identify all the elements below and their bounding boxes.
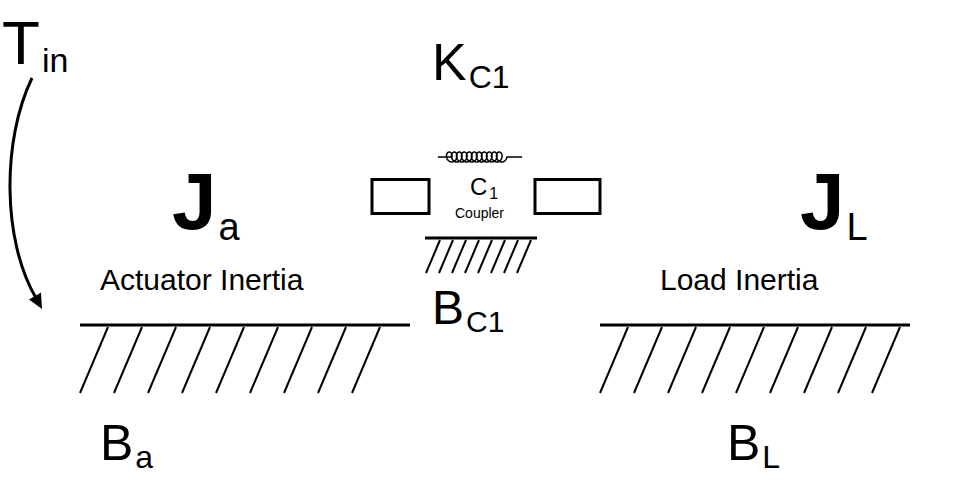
hatch-line <box>216 327 244 393</box>
shaft-connector <box>372 180 429 214</box>
hatch-line <box>478 240 492 273</box>
torque-arrowhead <box>29 293 42 310</box>
hatch-line <box>465 240 479 273</box>
inertia-cylinder: JaActuator Inertia <box>75 72 410 308</box>
hatch-line <box>872 327 900 393</box>
damping-symbol: B <box>432 284 464 332</box>
hatch-line <box>770 327 798 393</box>
damping-symbol: B <box>100 418 133 468</box>
torque-symbol: T <box>2 12 40 74</box>
hatch-line <box>318 327 346 393</box>
subscript: L <box>762 441 780 473</box>
hatch-line <box>182 327 210 393</box>
hatch-line <box>491 240 505 273</box>
torque-arrow <box>10 78 36 298</box>
inertia-symbol: J <box>800 162 845 242</box>
cylinder-body <box>425 170 535 224</box>
shaft-connector <box>535 180 600 214</box>
hatch-line <box>804 327 832 393</box>
hatch-line <box>634 327 662 393</box>
part-name: Load Inertia <box>660 265 818 295</box>
ground-line <box>425 237 537 240</box>
cylinder-body <box>75 74 385 307</box>
hatch-line <box>736 327 764 393</box>
ground-hatching <box>80 238 910 393</box>
part-name: Coupler <box>455 206 504 220</box>
subscript: C1 <box>469 61 510 93</box>
ground-line <box>80 324 410 327</box>
hatch-line <box>250 327 278 393</box>
subscript: 1 <box>489 186 498 202</box>
hatch-line <box>504 240 518 273</box>
inertia-symbol: J <box>172 162 217 242</box>
hatch-line <box>80 327 108 393</box>
subscript: in <box>42 43 68 77</box>
cylinder-end <box>359 74 409 307</box>
hatch-line <box>600 327 628 393</box>
hatch-line <box>702 327 730 393</box>
hatch-line <box>284 327 312 393</box>
subscript: L <box>847 208 868 246</box>
coupler-symbol: C <box>470 175 487 199</box>
inertia-cylinder: JL Load Inertia <box>597 72 924 308</box>
hatch-line <box>114 327 142 393</box>
inertia-cylinder: C1Coupler <box>425 168 545 225</box>
subscript: a <box>219 208 240 246</box>
part-name: Actuator Inertia <box>100 265 303 295</box>
subscript: C1 <box>466 307 504 337</box>
subscript: a <box>135 441 153 473</box>
spring-symbol <box>438 152 522 162</box>
hatch-line <box>426 240 440 273</box>
hatch-line <box>352 327 380 393</box>
hatch-line <box>517 240 531 273</box>
hatch-line <box>452 240 466 273</box>
stiffness-symbol: K <box>432 36 467 88</box>
cylinder-end <box>524 170 544 224</box>
damping-symbol: B <box>727 418 760 468</box>
hatch-line <box>838 327 866 393</box>
hatch-line <box>668 327 696 393</box>
cylinder-body <box>622 74 924 307</box>
cylinder-end <box>599 74 649 307</box>
hatch-line <box>148 327 176 393</box>
hatch-line <box>439 240 453 273</box>
ground-line <box>600 324 910 327</box>
